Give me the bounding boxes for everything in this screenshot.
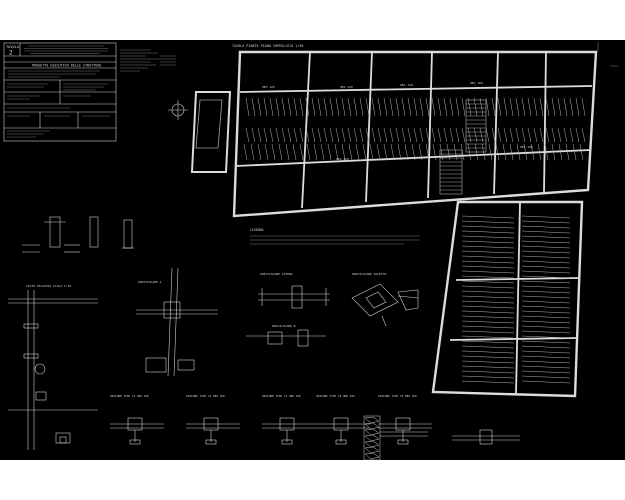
section-drawing — [110, 417, 164, 445]
section-drawing — [378, 417, 432, 445]
beam-label: HEA 120 — [262, 85, 275, 89]
pilastro-elevation — [8, 290, 98, 450]
detail-catena — [258, 285, 330, 309]
detail-solette — [351, 283, 419, 327]
detail-b — [246, 329, 326, 347]
beam-label: HEA 120 — [340, 85, 353, 89]
masonry-detail — [363, 415, 428, 460]
beam-label: HEA 120 — [400, 83, 413, 87]
column-sections — [22, 216, 134, 253]
detail-a — [136, 267, 218, 377]
detail-b-title: PARTICOLARE B — [272, 324, 296, 328]
floor-plan — [190, 50, 598, 398]
loads-table — [120, 49, 176, 72]
section-drawing — [186, 417, 240, 445]
beam-label: HEA 160 — [470, 81, 483, 85]
detail-solette-title: PARTICOLARE SOLETTE — [352, 272, 387, 276]
detail-cordoli-title: PARTICOLARE CATENA — [260, 272, 293, 276]
section-drawing — [262, 417, 316, 445]
section-title: SEZIONE TIPO C4 UNP 100 — [316, 394, 355, 398]
section-title: SEZIONE TIPO C1 HEA 100 — [110, 394, 149, 398]
detail-a-title: PARTICOLARE A — [138, 280, 162, 284]
section-title: SEZIONE TIPO C2 HEA 100 — [186, 394, 225, 398]
typical-sections: SEZIONE TIPO C1 HEA 100 SEZIONE TIPO C2 H… — [110, 394, 520, 460]
north-arrow-symbol — [168, 100, 188, 120]
title-block — [3, 42, 117, 142]
crop-marks — [597, 42, 618, 67]
beam-label: HEA 120 — [336, 157, 349, 161]
beam-label: HEA 100 — [520, 145, 533, 149]
legend-lines — [250, 235, 420, 245]
section-title: SEZIONE TIPO C5 HEA 100 — [378, 394, 417, 398]
title-block-fill-lines — [7, 45, 110, 138]
section-pilastri-title: VISTE PILASTRI SCALA 1:10 — [26, 284, 71, 288]
legend-title: LEGENDA — [250, 228, 264, 232]
section-title: SEZIONE TIPO C3 UNP 100 — [262, 394, 301, 398]
cad-drawing-area: TAVOLA 2 PROGETTO ESECUTIVO DELLE STRUTT… — [0, 40, 625, 460]
tavola-number: 2 — [9, 50, 13, 57]
cad-canvas: TAVOLA 2 PROGETTO ESECUTIVO DELLE STRUTT… — [3, 42, 618, 460]
project-title: PROGETTO ESECUTIVO DELLE STRUTTURE — [32, 64, 101, 68]
tavola-label: TAVOLA — [6, 45, 20, 49]
right-detail — [452, 429, 520, 445]
section-drawing — [316, 417, 370, 445]
plan-title: TAVOLA PIANTA PIANO SOPPALCATO 1/50 — [232, 44, 303, 48]
